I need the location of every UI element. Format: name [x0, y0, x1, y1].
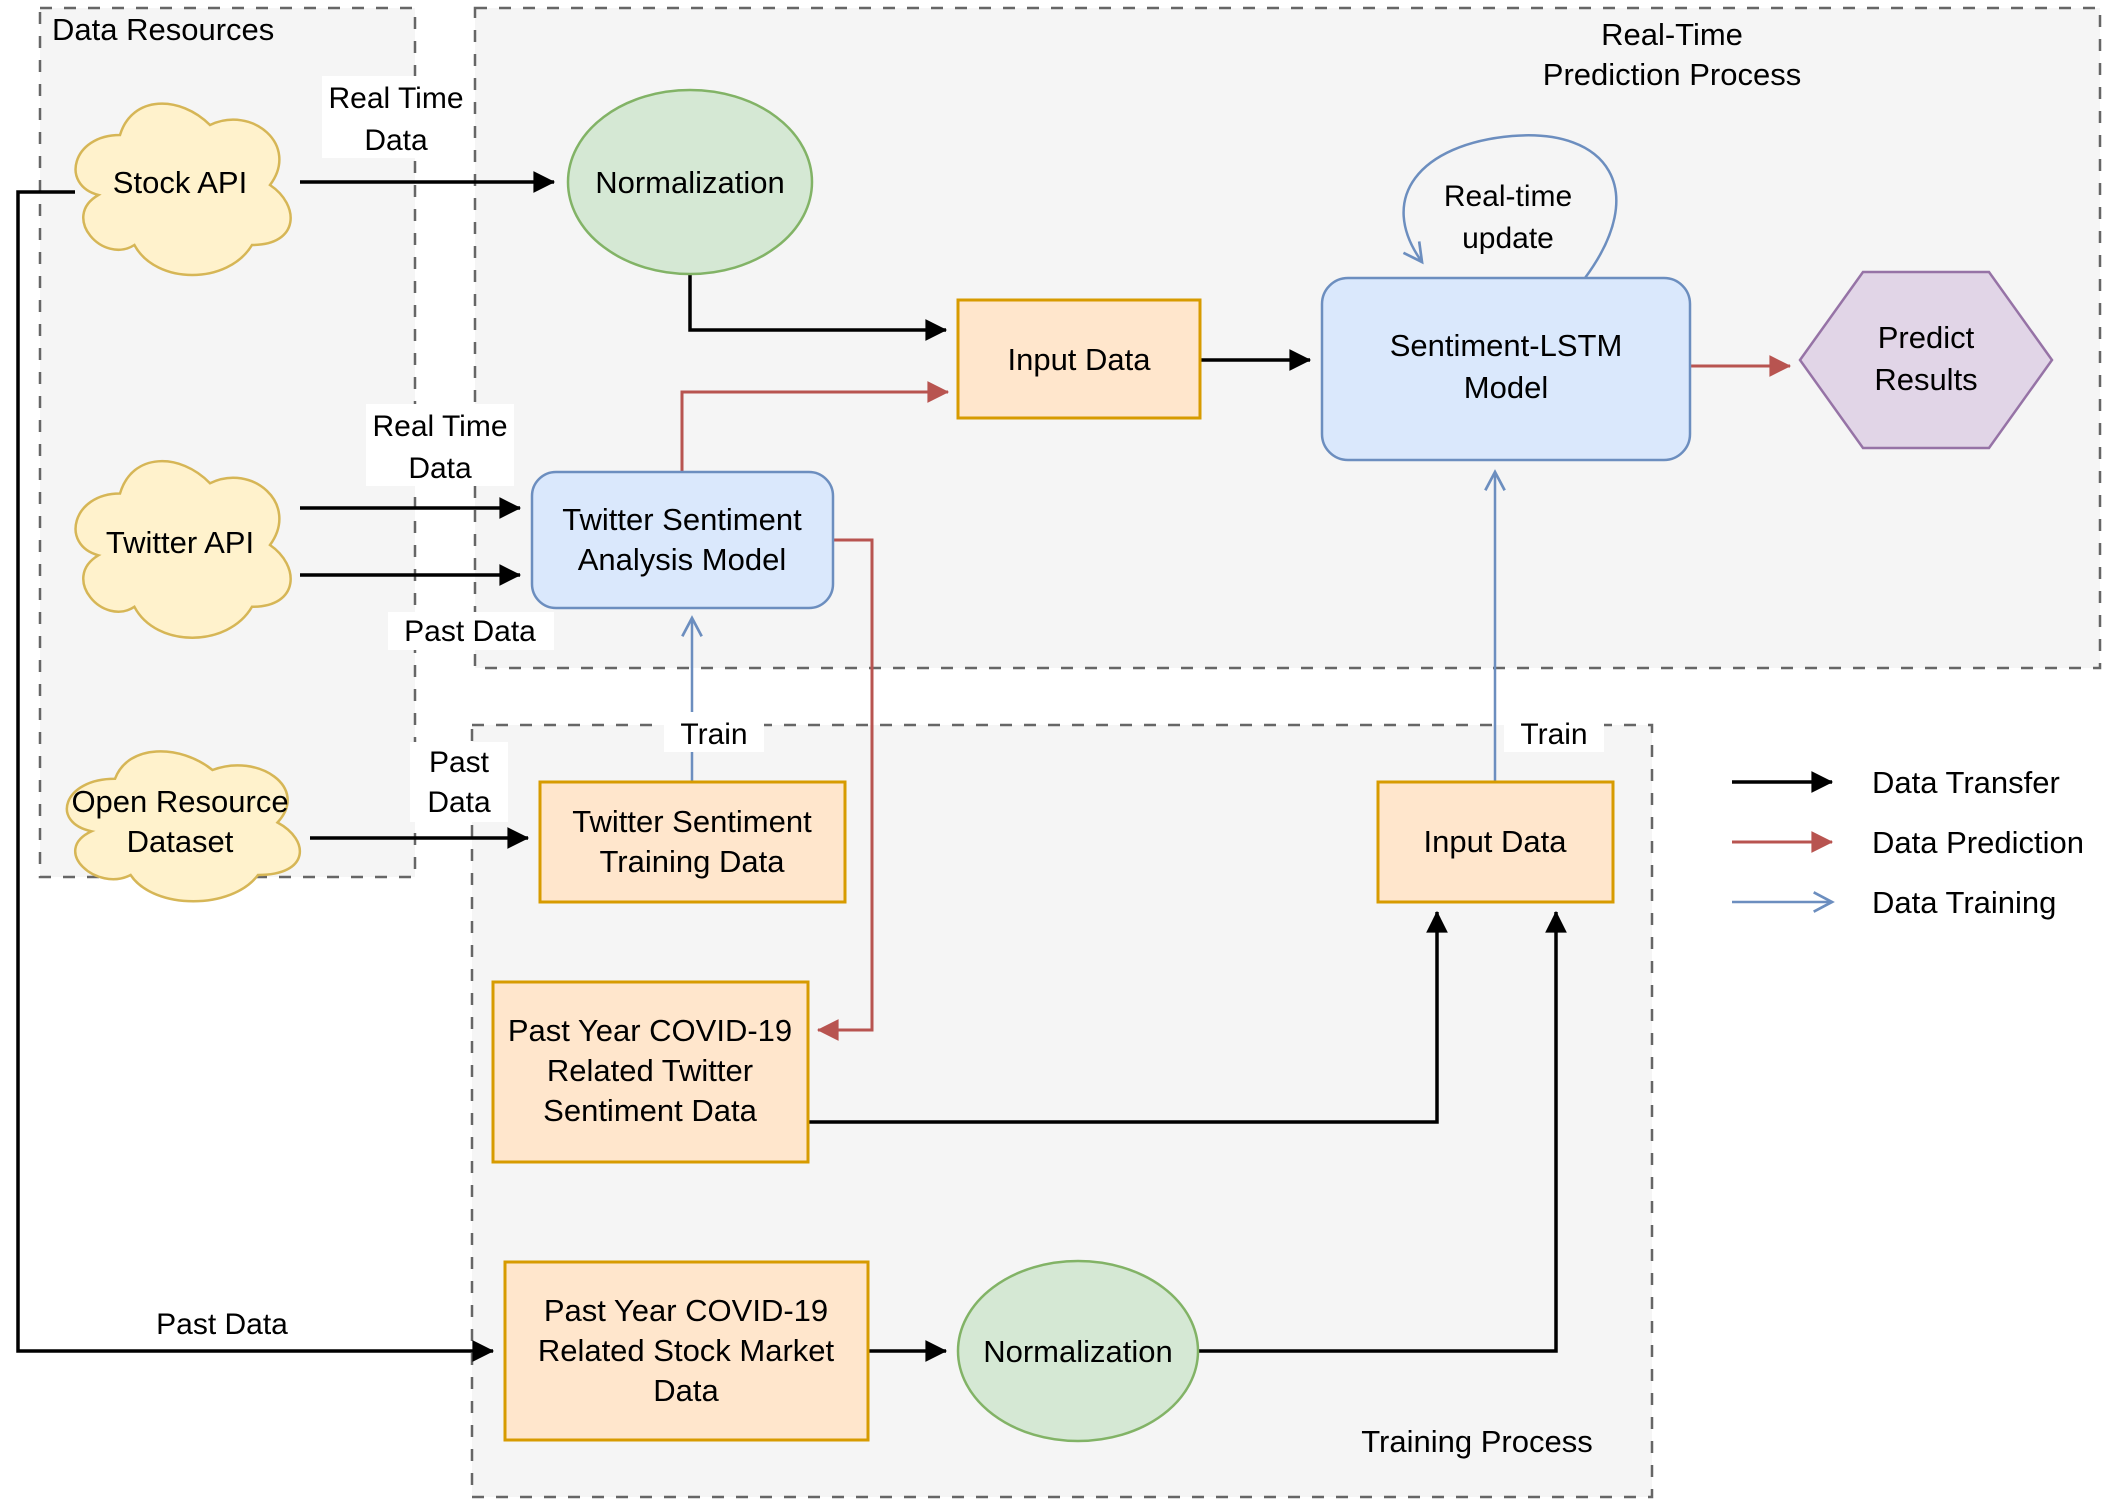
legend-data-prediction-label: Data Prediction [1872, 825, 2084, 860]
legend-data-training-label: Data Training [1872, 885, 2056, 920]
open-resource-past-data-label-line2: Data [427, 786, 491, 819]
input-data-realtime-box [956, 298, 1202, 420]
twitter-realtime-data-label-line2: Data [408, 452, 472, 485]
sentiment-lstm-model-label-line2: Model [1464, 370, 1548, 405]
twitter-sentiment-analysis-model-label-line1: Twitter Sentiment [562, 502, 802, 537]
edge-stock-past-to-covid-stock [16, 190, 495, 1362]
twitter-sentiment-training-data-label-line1: Twitter Sentiment [572, 804, 812, 839]
stock-past-data-label: Past Data [156, 1308, 288, 1341]
twitter-past-data-label: Past Data [404, 615, 536, 648]
covid-stock-market-data-label-line2: Related Stock Market [538, 1333, 835, 1368]
twitter-sentiment-training-data-label-line2: Training Data [600, 844, 786, 879]
covid-twitter-sentiment-data-label-line1: Past Year COVID-19 [508, 1013, 792, 1048]
covid-twitter-sentiment-data-label-line2: Related Twitter [547, 1053, 753, 1088]
covid-twitter-sentiment-data-label-line3: Sentiment Data [543, 1093, 757, 1128]
normalization-realtime-ellipse [566, 88, 814, 276]
realtime-prediction-label-line1: Real-Time [1601, 17, 1743, 52]
predict-results-hexagon [1798, 270, 2054, 450]
label-bg [1504, 712, 1604, 752]
edge-sentiment-model-to-covid-twitter [816, 538, 874, 1041]
covid-stock-market-data-label-line3: Data [653, 1373, 719, 1408]
stock-realtime-data-label-line1: Real Time [328, 82, 463, 115]
train-sentiment-model-label: Train [680, 718, 747, 751]
label-bg [664, 712, 764, 752]
open-resource-past-data-label-line1: Past [429, 746, 490, 779]
input-data-training-label: Input Data [1423, 824, 1567, 859]
normalization-realtime-label: Normalization [595, 165, 785, 200]
open-resource-dataset-cloud [65, 750, 302, 903]
twitter-realtime-data-label-line1: Real Time [372, 410, 507, 443]
predict-results-label-line1: Predict [1878, 320, 1975, 355]
realtime-update-label-line1: Real-time [1444, 180, 1572, 213]
twitter-api-cloud [74, 460, 292, 639]
twitter-sentiment-analysis-model-box [530, 470, 835, 610]
twitter-sentiment-training-data-box [538, 780, 847, 904]
label-bg [322, 76, 470, 158]
stock-api-label: Stock API [113, 165, 247, 200]
data-resources-label: Data Resources [52, 12, 274, 47]
edge-normalization-to-training-input [1198, 910, 1567, 1353]
input-data-realtime-label: Input Data [1007, 342, 1151, 377]
open-resource-dataset-label-line1: Open Resource [71, 784, 288, 819]
legend-data-transfer-label: Data Transfer [1872, 765, 2060, 800]
realtime-prediction-label-line2: Prediction Process [1543, 57, 1801, 92]
edge-normalization-to-input [688, 274, 948, 341]
edge-covid-twitter-to-training-input [808, 910, 1448, 1124]
twitter-api-label: Twitter API [106, 525, 254, 560]
label-bg [410, 742, 508, 822]
label-bg [366, 404, 514, 486]
training-process-label: Training Process [1361, 1424, 1592, 1459]
edge-realtime-update-loop [1402, 134, 1618, 279]
covid-stock-market-data-box [503, 1260, 870, 1442]
predict-results-label-line2: Results [1874, 362, 1977, 397]
covid-twitter-sentiment-data-box [491, 980, 810, 1164]
stock-api-cloud [74, 102, 292, 277]
train-lstm-model-label: Train [1520, 718, 1587, 751]
twitter-sentiment-analysis-model-label-line2: Analysis Model [578, 542, 786, 577]
label-bg [388, 612, 554, 650]
legend: Data Transfer Data Prediction Data Train… [1732, 765, 2084, 920]
open-resource-dataset-label-line2: Dataset [127, 824, 234, 859]
realtime-update-label-line2: update [1462, 222, 1554, 255]
stock-realtime-data-label-line2: Data [364, 124, 428, 157]
edge-sentiment-model-to-input [680, 381, 950, 472]
sentiment-lstm-model-box [1320, 276, 1692, 462]
input-data-training-box [1376, 780, 1615, 904]
normalization-training-label: Normalization [983, 1334, 1173, 1369]
normalization-training-ellipse [956, 1259, 1200, 1443]
sentiment-lstm-model-label-line1: Sentiment-LSTM [1390, 328, 1623, 363]
covid-stock-market-data-label-line1: Past Year COVID-19 [544, 1293, 828, 1328]
